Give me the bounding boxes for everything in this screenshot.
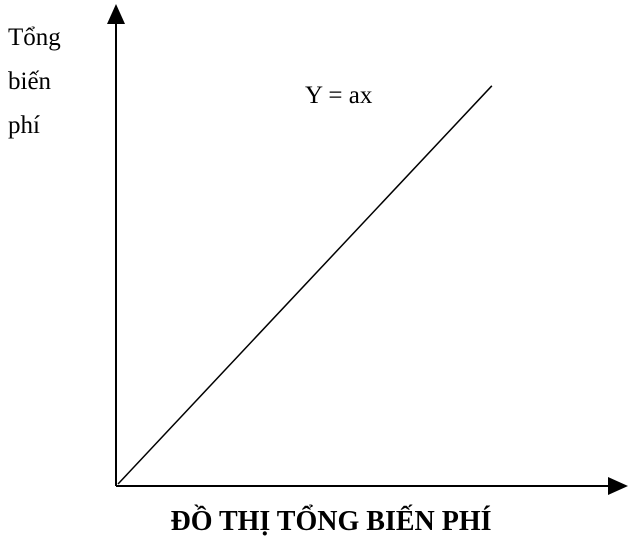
y-axis-label-line-3: phí <box>8 112 40 139</box>
y-axis-label-line-1: Tổng <box>8 24 61 51</box>
series-line-y-ax <box>117 85 493 485</box>
y-axis-label-line-2: biến <box>8 68 52 95</box>
chart-title: ĐỒ THỊ TỔNG BIẾN PHÍ <box>170 506 492 537</box>
y-axis-arrowhead <box>107 4 125 24</box>
x-axis-arrowhead <box>608 477 628 495</box>
series-equation-label: Y = ax <box>305 82 373 109</box>
